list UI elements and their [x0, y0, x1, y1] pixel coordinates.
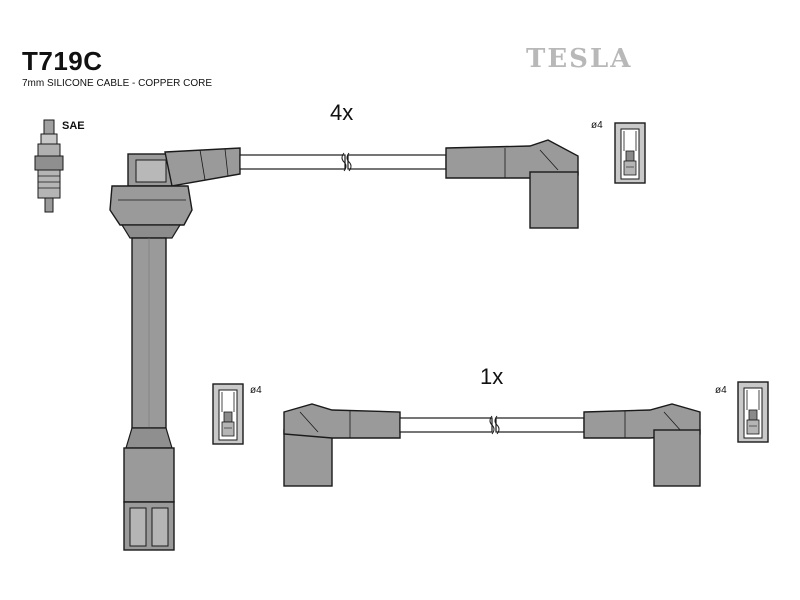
- long-cable-assembly: [109, 139, 579, 551]
- quantity-label-long-set: 4x: [330, 100, 354, 125]
- terminal-diameter-label-top: ø4: [591, 120, 603, 131]
- quantity-label-short-set: 1x: [480, 364, 504, 389]
- brand-logo: TESLA: [526, 44, 633, 74]
- terminal-detail-icon-right: [737, 381, 769, 443]
- terminal-diameter-label-right: ø4: [715, 385, 727, 396]
- terminal-diameter-label-left: ø4: [250, 385, 262, 396]
- short-cable-assembly: [283, 403, 701, 487]
- cable-description: 7mm SILICONE CABLE - COPPER CORE: [22, 78, 213, 89]
- terminal-detail-icon-left: [212, 383, 244, 445]
- spark-plug-icon: [34, 119, 64, 213]
- part-number-title: T719C: [22, 46, 103, 76]
- terminal-detail-icon-top: [614, 122, 646, 184]
- spark-plug-standard-label: SAE: [62, 120, 85, 132]
